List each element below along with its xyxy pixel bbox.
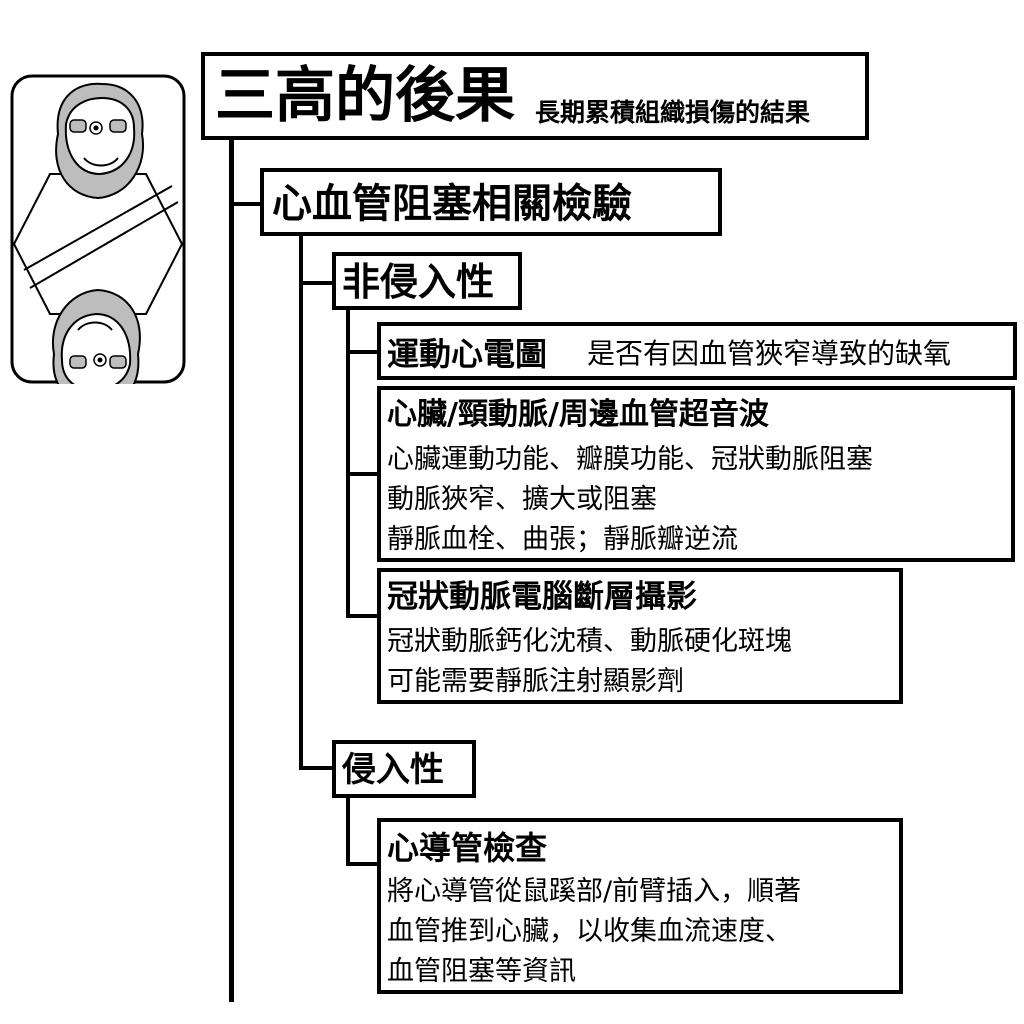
trunk-line-main [229,140,234,1002]
group-box-noninvasive: 非侵入性 [332,252,522,310]
section-label: 心血管阻塞相關檢驗 [272,181,632,227]
branch-line-item-3 [346,614,380,618]
item-name-ultrasound: 心臟/頸動脈/周邊血管超音波 [387,397,769,432]
title-subtitle: 長期累積組織損傷的結果 [535,98,811,127]
trunk-line-noninvasive [346,310,350,618]
item-desc-ultrasound-line-1: 心臟運動功能、瓣膜功能、冠狀動脈阻塞 [387,444,873,475]
title-main: 三高的後果 [215,61,515,131]
group-box-invasive: 侵入性 [332,740,476,798]
item-name-ct: 冠狀動脈電腦斷層攝影 [387,579,697,615]
item-desc-ultrasound-line-2: 動脈狹窄、擴大或阻塞 [387,484,657,515]
item-box-exercise-ecg: 運動心電圖 是否有因血管狹窄導致的缺氧 [377,322,1017,380]
item-desc-ct-line-2: 可能需要靜脈注射顯影劑 [387,666,684,697]
item-box-ct: 冠狀動脈電腦斷層攝影 冠狀動脈鈣化沈積、動脈硬化斑塊 可能需要靜脈注射顯影劑 [377,568,903,704]
branch-line-item-2 [346,472,380,476]
branch-line-item-1 [346,350,380,354]
item-box-catheter: 心導管檢查 將心導管從鼠蹊部/前臂插入，順著 血管推到心臟，以收集血流速度、 血… [377,818,903,994]
group-label-noninvasive: 非侵入性 [342,260,495,304]
section-box: 心血管阻塞相關檢驗 [260,168,722,236]
title-box: 三高的後果 長期累積組織損傷的結果 [201,52,869,140]
item-box-ultrasound: 心臟/頸動脈/周邊血管超音波 心臟運動功能、瓣膜功能、冠狀動脈阻塞 動脈狹窄、擴… [377,386,1015,562]
item-desc-catheter-line-1: 將心導管從鼠蹊部/前臂插入，順著 [387,876,802,907]
item-name-catheter: 心導管檢查 [387,829,548,867]
branch-line-noninvasive [299,281,335,285]
branch-line-item-4 [346,862,380,866]
branch-line-invasive [299,766,335,770]
item-desc-exercise-ecg: 是否有因血管狹窄導致的缺氧 [587,337,952,370]
playing-card [10,74,186,406]
playing-card-king-icon [10,74,186,406]
trunk-line-section [299,236,303,768]
trunk-line-invasive [346,796,350,866]
item-desc-catheter-line-3: 血管阻塞等資訊 [387,956,576,987]
item-desc-ct-line-1: 冠狀動脈鈣化沈積、動脈硬化斑塊 [387,626,792,657]
item-desc-ultrasound-line-3: 靜脈血栓、曲張；靜脈瓣逆流 [387,524,738,555]
branch-line-section [229,202,263,206]
item-name-exercise-ecg: 運動心電圖 [387,335,548,373]
group-label-invasive: 侵入性 [342,750,444,790]
item-desc-catheter-line-2: 血管推到心臟，以收集血流速度、 [387,916,792,947]
